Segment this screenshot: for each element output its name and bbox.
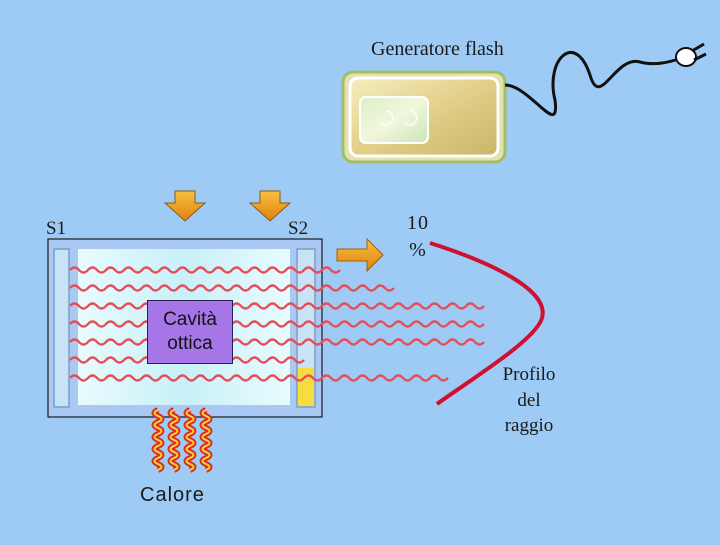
generator-label: Generatore flash xyxy=(371,38,504,60)
down-arrow-icon xyxy=(163,190,292,222)
heat-wave-core xyxy=(201,409,211,471)
mirror-s2 xyxy=(296,248,316,408)
laser-wave xyxy=(69,320,485,328)
heat-wave-core xyxy=(153,409,163,471)
laser-wave xyxy=(69,284,395,292)
optical-cavity-label: Cavità ottica xyxy=(147,300,233,364)
mirror-s1-label: S1 xyxy=(46,218,67,239)
beam-profile-label: Profilo del raggio xyxy=(478,362,580,439)
heat-label: Calore xyxy=(140,484,205,506)
beam-profile-curve xyxy=(429,241,545,406)
heat-waves xyxy=(151,407,213,473)
laser-wave xyxy=(69,338,485,346)
laser-waves xyxy=(69,266,485,382)
transmission-value: 10 xyxy=(407,212,429,234)
beam-profile-label-line1: Profilo xyxy=(502,364,556,385)
right-arrow-icon xyxy=(336,237,384,273)
heat-wave-core xyxy=(185,409,195,471)
beam-profile-label-line3: raggio xyxy=(504,415,554,437)
beam-profile-label-line2: del xyxy=(517,389,541,411)
power-plug-icon xyxy=(504,42,707,117)
mirror-s2-label: S2 xyxy=(288,218,309,239)
heat-wave-core xyxy=(169,409,179,471)
laser-wave xyxy=(69,374,449,382)
mirror-s1 xyxy=(53,248,70,408)
laser-wave xyxy=(69,302,485,310)
optical-cavity-label-line1: Cavità xyxy=(163,309,217,331)
flash-lamp-generator-icon xyxy=(341,70,507,164)
transmission-unit: % xyxy=(409,239,427,261)
transmission-label: 10 % xyxy=(405,210,431,264)
optical-cavity-label-line2: ottica xyxy=(167,333,213,354)
laser-wave xyxy=(69,266,341,274)
